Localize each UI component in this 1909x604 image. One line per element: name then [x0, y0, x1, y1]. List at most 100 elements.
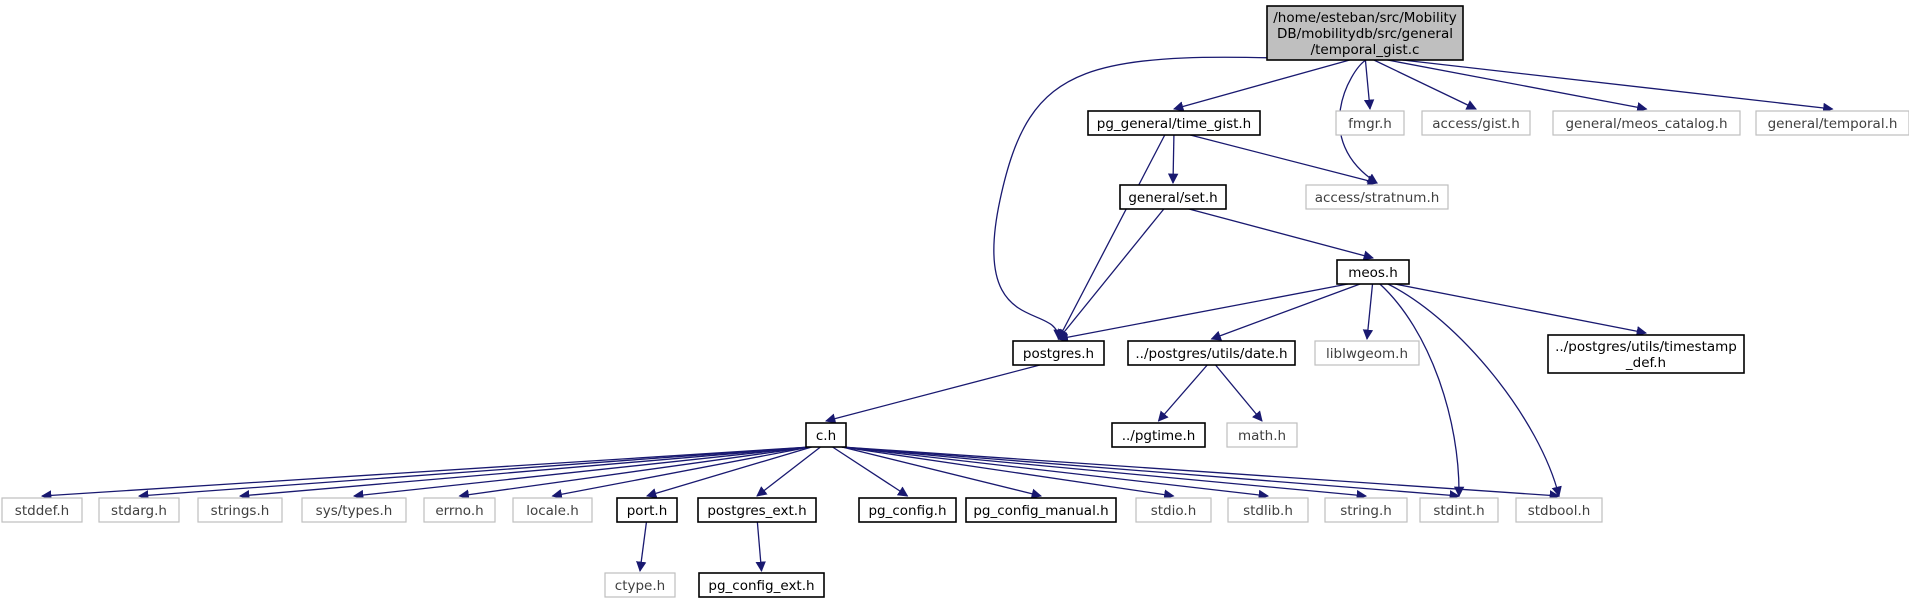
node-box: [604, 572, 676, 598]
node-time-gist[interactable]: pg_general/time_gist.h: [1087, 110, 1261, 136]
node-meos[interactable]: meos.h: [1336, 259, 1410, 285]
edge-root-to-fmgr: [1363, 59, 1375, 111]
node-box: [698, 572, 825, 598]
node-label-line: /temporal_gist.c: [1311, 42, 1420, 58]
node-box: [1227, 497, 1309, 523]
node-box: [1755, 110, 1909, 136]
node-label-line: pg_config_ext.h: [708, 578, 814, 594]
edge-root-to-temporal: [1402, 59, 1834, 114]
node-label-line: pg_general/time_gist.h: [1097, 116, 1252, 132]
node-label-line: math.h: [1238, 428, 1286, 444]
edge-time_gist-to-general_set: [1167, 134, 1179, 185]
node-sys-types: sys/types.h: [301, 497, 407, 523]
node-pgtime[interactable]: ../pgtime.h: [1111, 422, 1206, 448]
edge-c-to-locale: [551, 446, 811, 500]
node-box: [1547, 334, 1745, 374]
edge-c-to-postgres_ext: [756, 446, 821, 497]
edge-postgres_ext-to-pg_config_ext: [755, 521, 766, 573]
edge-meos-to-stdint: [1379, 283, 1465, 498]
node-postgres[interactable]: postgres.h: [1012, 340, 1105, 366]
node-general-set[interactable]: general/set.h: [1119, 184, 1227, 210]
node-date[interactable]: ../postgres/utils/date.h: [1127, 340, 1296, 366]
node-label-line: DB/mobilitydb/src/general: [1277, 26, 1453, 42]
node-c[interactable]: c.h: [805, 422, 847, 448]
node-stdarg: stdarg.h: [98, 497, 180, 523]
node-label-line: stddef.h: [15, 503, 69, 519]
node-label-line: string.h: [1340, 503, 1392, 519]
node-box: [805, 422, 847, 448]
node-box: [1111, 422, 1206, 448]
node-box: [1552, 110, 1741, 136]
node-label-line: /home/esteban/src/Mobility: [1273, 10, 1457, 26]
node-meos-catalog: general/meos_catalog.h: [1552, 110, 1741, 136]
edge-c-to-pg_config: [832, 446, 909, 497]
node-temporal: general/temporal.h: [1755, 110, 1909, 136]
node-label-line: pg_config.h: [868, 503, 946, 519]
edges-layer: [40, 56, 1834, 573]
node-box: [1, 497, 83, 523]
edge-c-to-pg_config_manual: [841, 446, 1043, 499]
node-label-line: stdlib.h: [1243, 503, 1293, 519]
node-stdint: stdint.h: [1419, 497, 1499, 523]
node-label-line: ../postgres/utils/date.h: [1135, 346, 1287, 362]
node-label-line: fmgr.h: [1348, 116, 1392, 132]
node-label-line: pg_config_manual.h: [973, 503, 1108, 519]
node-label-line: port.h: [627, 503, 668, 519]
node-box: [1515, 497, 1603, 523]
node-timestamp-def[interactable]: ../postgres/utils/timestamp_def.h: [1547, 334, 1745, 374]
node-label-line: general/meos_catalog.h: [1565, 116, 1727, 132]
node-label-line: stdbool.h: [1528, 503, 1591, 519]
node-label-line: locale.h: [526, 503, 579, 519]
edge-time_gist-to-postgres: [1057, 134, 1166, 340]
edge-port-to-ctype: [636, 521, 648, 573]
edge-root-to-postgres: [993, 56, 1341, 341]
nodes-layer: /home/esteban/src/MobilityDB/mobilitydb/…: [1, 5, 1909, 598]
node-pg-config-ext[interactable]: pg_config_ext.h: [698, 572, 825, 598]
node-label-line: ctype.h: [615, 578, 665, 594]
node-box: [512, 497, 593, 523]
edge-general_set-to-postgres: [1057, 208, 1165, 340]
node-label-line: ../postgres/utils/timestamp: [1555, 339, 1737, 355]
node-label-line: liblwgeom.h: [1326, 346, 1408, 362]
node-box: [1336, 259, 1410, 285]
node-stdio: stdio.h: [1135, 497, 1212, 523]
node-label-line: c.h: [816, 428, 836, 444]
node-box: [1127, 340, 1296, 366]
node-postgres-ext[interactable]: postgres_ext.h: [697, 497, 817, 523]
node-port[interactable]: port.h: [616, 497, 678, 523]
edge-c-to-sys_types: [352, 446, 811, 501]
edge-root-to-access_gist: [1373, 59, 1477, 110]
edge-meos-to-liblwgeom: [1362, 283, 1374, 341]
edge-c-to-string: [841, 446, 1368, 501]
node-label-line: postgres_ext.h: [707, 503, 806, 519]
node-label-line: _def.h: [1625, 355, 1666, 371]
edge-c-to-stdarg: [137, 446, 811, 501]
edge-time_gist-to-stratnum: [1190, 134, 1379, 186]
node-stratnum: access/stratnum.h: [1305, 184, 1449, 210]
node-label-line: access/stratnum.h: [1315, 190, 1440, 206]
node-label-line: stdint.h: [1433, 503, 1484, 519]
node-pg-config[interactable]: pg_config.h: [858, 497, 957, 523]
node-stdlib: stdlib.h: [1227, 497, 1309, 523]
node-box: [1324, 497, 1408, 523]
node-box: [1226, 422, 1298, 448]
node-pg-config-manual[interactable]: pg_config_manual.h: [965, 497, 1117, 523]
node-box: [98, 497, 180, 523]
node-access-gist: access/gist.h: [1421, 110, 1531, 136]
node-locale: locale.h: [512, 497, 593, 523]
node-errno: errno.h: [423, 497, 496, 523]
edge-general_set-to-meos: [1188, 208, 1375, 261]
node-ctype: ctype.h: [604, 572, 676, 598]
edge-postgres-to-c: [824, 364, 1041, 424]
node-box: [965, 497, 1117, 523]
node-box: [197, 497, 283, 523]
edge-c-to-stdlib: [841, 446, 1270, 501]
node-label-line: general/temporal.h: [1768, 116, 1898, 132]
edge-meos-to-timestamp_def: [1394, 283, 1648, 337]
node-label-line: stdarg.h: [111, 503, 167, 519]
node-strings: strings.h: [197, 497, 283, 523]
node-label-line: postgres.h: [1023, 346, 1094, 362]
node-root[interactable]: /home/esteban/src/MobilityDB/mobilitydb/…: [1266, 5, 1464, 61]
node-box: [858, 497, 957, 523]
